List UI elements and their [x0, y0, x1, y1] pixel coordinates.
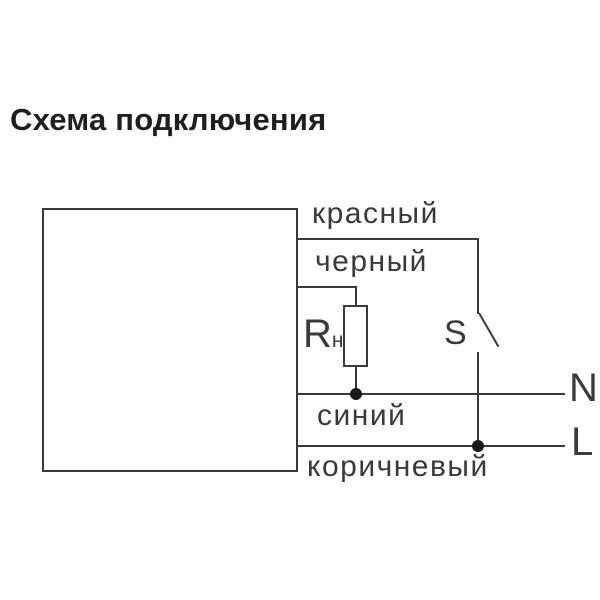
blue-wire: [298, 393, 565, 395]
switch-lower-lead: [477, 352, 479, 446]
resistor-top-lead: [355, 286, 357, 307]
resistor-body: [343, 305, 368, 367]
device-box: [42, 208, 298, 472]
terminal-n-label: N: [569, 366, 598, 410]
junction-dot-resistor-blue: [350, 388, 362, 400]
brown-wire-label: коричневый: [307, 450, 489, 483]
resistor-label-main: R: [303, 312, 332, 356]
switch-label: S: [444, 314, 467, 352]
page-title: Схема подключения: [10, 102, 327, 137]
blue-wire-label: синий: [317, 399, 407, 432]
black-wire: [298, 286, 357, 288]
junction-dot-switch-brown: [472, 440, 484, 452]
red-wire: [298, 238, 479, 240]
switch-upper-lead: [477, 238, 479, 314]
red-wire-label: красный: [312, 197, 439, 230]
brown-wire: [298, 445, 565, 447]
terminal-l-label: L: [571, 420, 594, 464]
black-wire-label: черный: [315, 245, 428, 278]
resistor-label: Rн: [303, 314, 344, 354]
switch-blade-icon: [478, 312, 500, 348]
resistor-bottom-lead: [355, 367, 357, 395]
resistor-label-sub: н: [331, 329, 344, 352]
